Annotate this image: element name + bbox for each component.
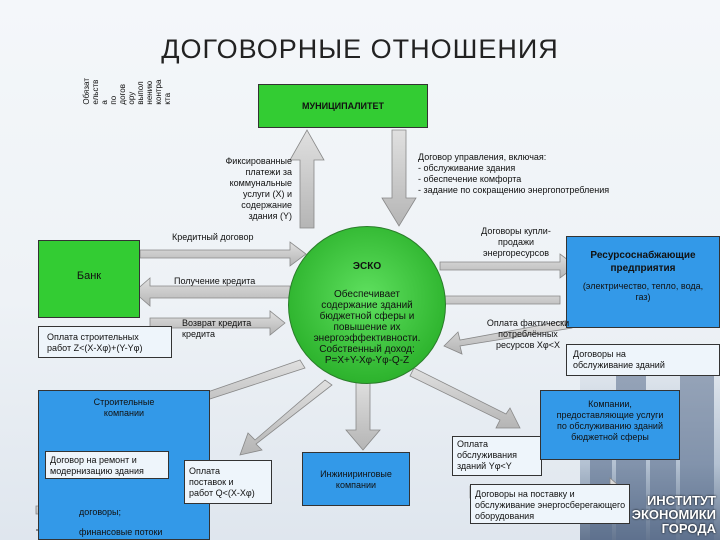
institute-logo: ИНСТИТУТ ЭКОНОМИКИ ГОРОДА (631, 493, 716, 536)
arrow-resource-diag (443, 319, 573, 355)
credit-return-label: Возврат кредита кредита (182, 318, 252, 339)
arrow-credit-contract (139, 241, 307, 267)
credit-contract-label: Кредитный договор (172, 232, 254, 242)
supply-contracts-box: Договоры на поставку и обслуживание энер… (470, 484, 630, 524)
engineering-label: Инжиниринговые компании (320, 469, 392, 490)
supply-contracts-label: Договоры на поставку и обслуживание энер… (475, 489, 626, 521)
legend-contracts-label: договоры; (79, 507, 122, 517)
bank-label: Банк (76, 270, 102, 282)
municipality-label: МУНИЦИПАЛИТЕТ (302, 101, 384, 111)
service-companies-label: Компании, предоставляющие услуги по обсл… (556, 399, 664, 442)
supply-payment-box: Оплата поставок и работ Q<(X-Xφ) (184, 460, 272, 504)
obligations-label: Обязат ельств а по догов ору выпол нению… (82, 78, 172, 105)
resource-contracts-label: Договоры купли- продажи энергоресурсов (481, 226, 551, 258)
arrow-contract-down (381, 129, 417, 227)
actual-payment-label: Оплата фактически потреблённых ресурсов … (486, 318, 570, 350)
construction-companies-label: Строительные компании (93, 397, 155, 418)
page-title: ДОГОВОРНЫЕ ОТНОШЕНИЯ (161, 34, 559, 64)
resource-supply-subtitle: (электричество, тепло, вода, газ) (582, 281, 704, 302)
arrow-service (409, 367, 521, 429)
esco-circle: ЭСКО Обеспечивает содержание зданий бюдж… (288, 226, 446, 384)
service-contracts-label: Договоры на обслуживание зданий (573, 349, 665, 370)
repair-contract-label: Договор на ремонт и модернизацию здания (50, 455, 144, 476)
service-companies-box: Компании, предоставляющие услуги по обсл… (540, 390, 680, 460)
arrow-payments-up (289, 129, 325, 229)
service-payment-label: Оплата обслуживания зданий Yφ<Y (457, 439, 518, 471)
esco-title: ЭСКО (352, 261, 382, 272)
arrow-supply (239, 379, 333, 456)
repair-contract-box: Договор на ремонт и модернизацию здания (45, 451, 169, 479)
engineering-box: Инжиниринговые компании (302, 452, 410, 506)
management-contract-label: Договор управления, включая: - обслужива… (418, 152, 610, 195)
credit-received-label: Получение кредита (174, 276, 256, 286)
resource-supply-title: Ресурсоснабжающие предприятия (590, 250, 696, 274)
municipality-box: МУНИЦИПАЛИТЕТ (258, 84, 428, 128)
construction-companies-box: Строительные компании Договор на ремонт … (38, 390, 210, 540)
resource-supply-box: Ресурсоснабжающие предприятия (электриче… (566, 236, 720, 328)
arrow-credit-get (133, 277, 291, 307)
service-contracts-box: Договоры на обслуживание зданий (566, 344, 720, 376)
construction-payment-label: Оплата строительных работ Z<(X-Xφ)+(Y-Yφ… (47, 332, 143, 353)
arrow-engineering (345, 379, 381, 451)
construction-payment-box: Оплата строительных работ Z<(X-Xφ)+(Y-Yφ… (38, 326, 172, 358)
esco-description: Обеспечивает содержание зданий бюджетной… (313, 289, 421, 366)
legend-flows-label: финансовые потоки (79, 527, 163, 537)
bank-box: Банк (38, 240, 140, 318)
supply-payment-label: Оплата поставок и работ Q<(X-Xφ) (189, 466, 255, 498)
fixed-payments-label: Фиксированные платежи за коммунальные ус… (225, 156, 292, 221)
service-payment-box: Оплата обслуживания зданий Yφ<Y (452, 436, 542, 476)
